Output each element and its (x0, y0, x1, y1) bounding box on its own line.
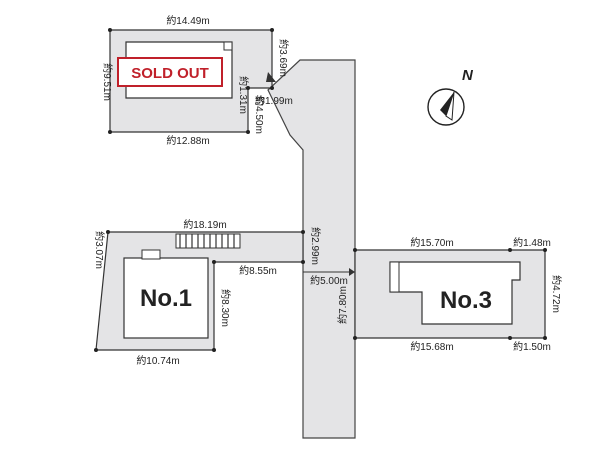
no1-top-dim: 約18.19m (183, 218, 226, 231)
road-width-dim: 約5.00m (310, 274, 348, 287)
no3-bottom-corner-dim: 約1.50m (513, 340, 551, 353)
no3-top-dim: 約15.70m (410, 236, 453, 249)
sold-left-dim: 約9.51m (101, 63, 114, 101)
no3-building (389, 261, 521, 325)
no1-left-dim: 約3.07m (93, 231, 106, 269)
sold-out-badge (117, 57, 223, 87)
no1-building (123, 257, 209, 339)
lot-no3: No.3 約15.70m 約1.48m 約4.72m 約15.68m 約1.50… (336, 236, 563, 353)
sold-inner-right-dim: 約1.31m (237, 76, 250, 114)
no3-left-dim: 約7.80m (336, 286, 349, 324)
sold-corner-dim: 約1.99m (255, 94, 293, 107)
no3-top-corner-dim: 約1.48m (513, 236, 551, 249)
sold-inner-lower-dim: 約4.50m (253, 96, 266, 134)
north-label: N (462, 67, 474, 84)
no1-label: No.1 (140, 285, 192, 312)
lot-sold: SOLD OUT 約14.49m 約12.88m 約9.51m 約1.31m 約… (101, 14, 293, 147)
no3-right-dim: 約4.72m (550, 275, 563, 313)
no1-inner-right-dim: 約8.30m (219, 289, 232, 327)
sold-bottom-dim: 約12.88m (166, 134, 209, 147)
north-arrow-icon: N (427, 67, 474, 126)
no1-driveway-bottom-dim: 約8.55m (239, 264, 277, 277)
road (267, 59, 356, 439)
no3-bottom-dim: 約15.68m (410, 340, 453, 353)
sold-top-dim: 約14.49m (166, 14, 209, 27)
lot-no1: No.1 約18.19m 約3.07m 約2.99m 約8.55m 約8.30m… (93, 218, 322, 367)
sold-out-label: SOLD OUT (131, 65, 209, 82)
no1-driveway-right-dim: 約2.99m (309, 227, 322, 265)
no1-bottom-dim: 約10.74m (136, 354, 179, 367)
no3-label: No.3 (440, 287, 492, 314)
sold-top-right-dim: 約3.69m (277, 39, 290, 77)
